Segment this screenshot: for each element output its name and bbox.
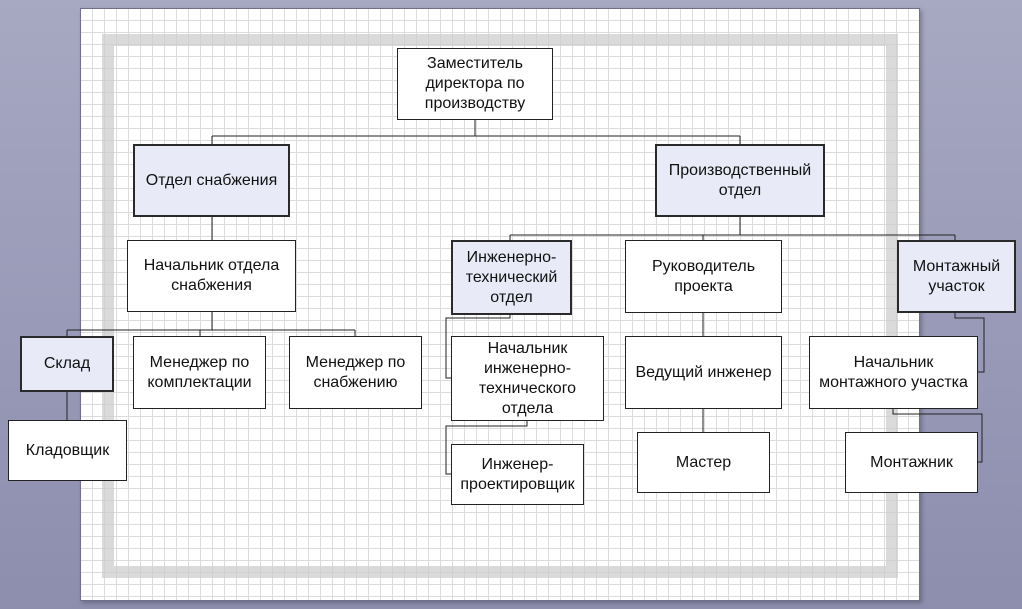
node-supply-head[interactable]: Начальник отдела снабжения [127,240,296,312]
node-engineering-department[interactable]: Инженерно- технический отдел [451,240,572,315]
connector-supply-head-to-staff [66,311,356,336]
node-installation-head[interactable]: Начальник монтажного участка [809,336,978,409]
connector-production-to-units [509,216,956,240]
node-lead-engineer[interactable]: Ведущий инженер [625,336,782,409]
node-installation-site[interactable]: Монтажный участок [897,240,1016,313]
node-project-lead[interactable]: Руководитель проекта [625,240,782,313]
node-supply-department[interactable]: Отдел снабжения [133,144,290,217]
connector-deputy-to-departments [211,119,741,145]
node-warehouse[interactable]: Склад [20,336,114,392]
node-assembly-manager[interactable]: Менеджер по комплектации [133,336,266,409]
node-storekeeper[interactable]: Кладовщик [8,420,127,481]
node-installer[interactable]: Монтажник [845,432,978,493]
node-foreman[interactable]: Мастер [637,432,770,493]
connector-head-to-design-engineer [445,420,528,475]
node-deputy-director[interactable]: Заместитель директора по производству [397,48,553,120]
node-engineering-head[interactable]: Начальник инженерно- технического отдела [451,336,604,421]
node-design-engineer[interactable]: Инженер- проектировщик [451,444,584,505]
connector-engineering-to-head [445,314,511,379]
node-production-department[interactable]: Производственный отдел [655,144,825,217]
node-supply-manager[interactable]: Менеджер по снабжению [289,336,422,409]
connector-installation-to-head [954,312,985,373]
connector-head-to-installer [892,409,983,463]
